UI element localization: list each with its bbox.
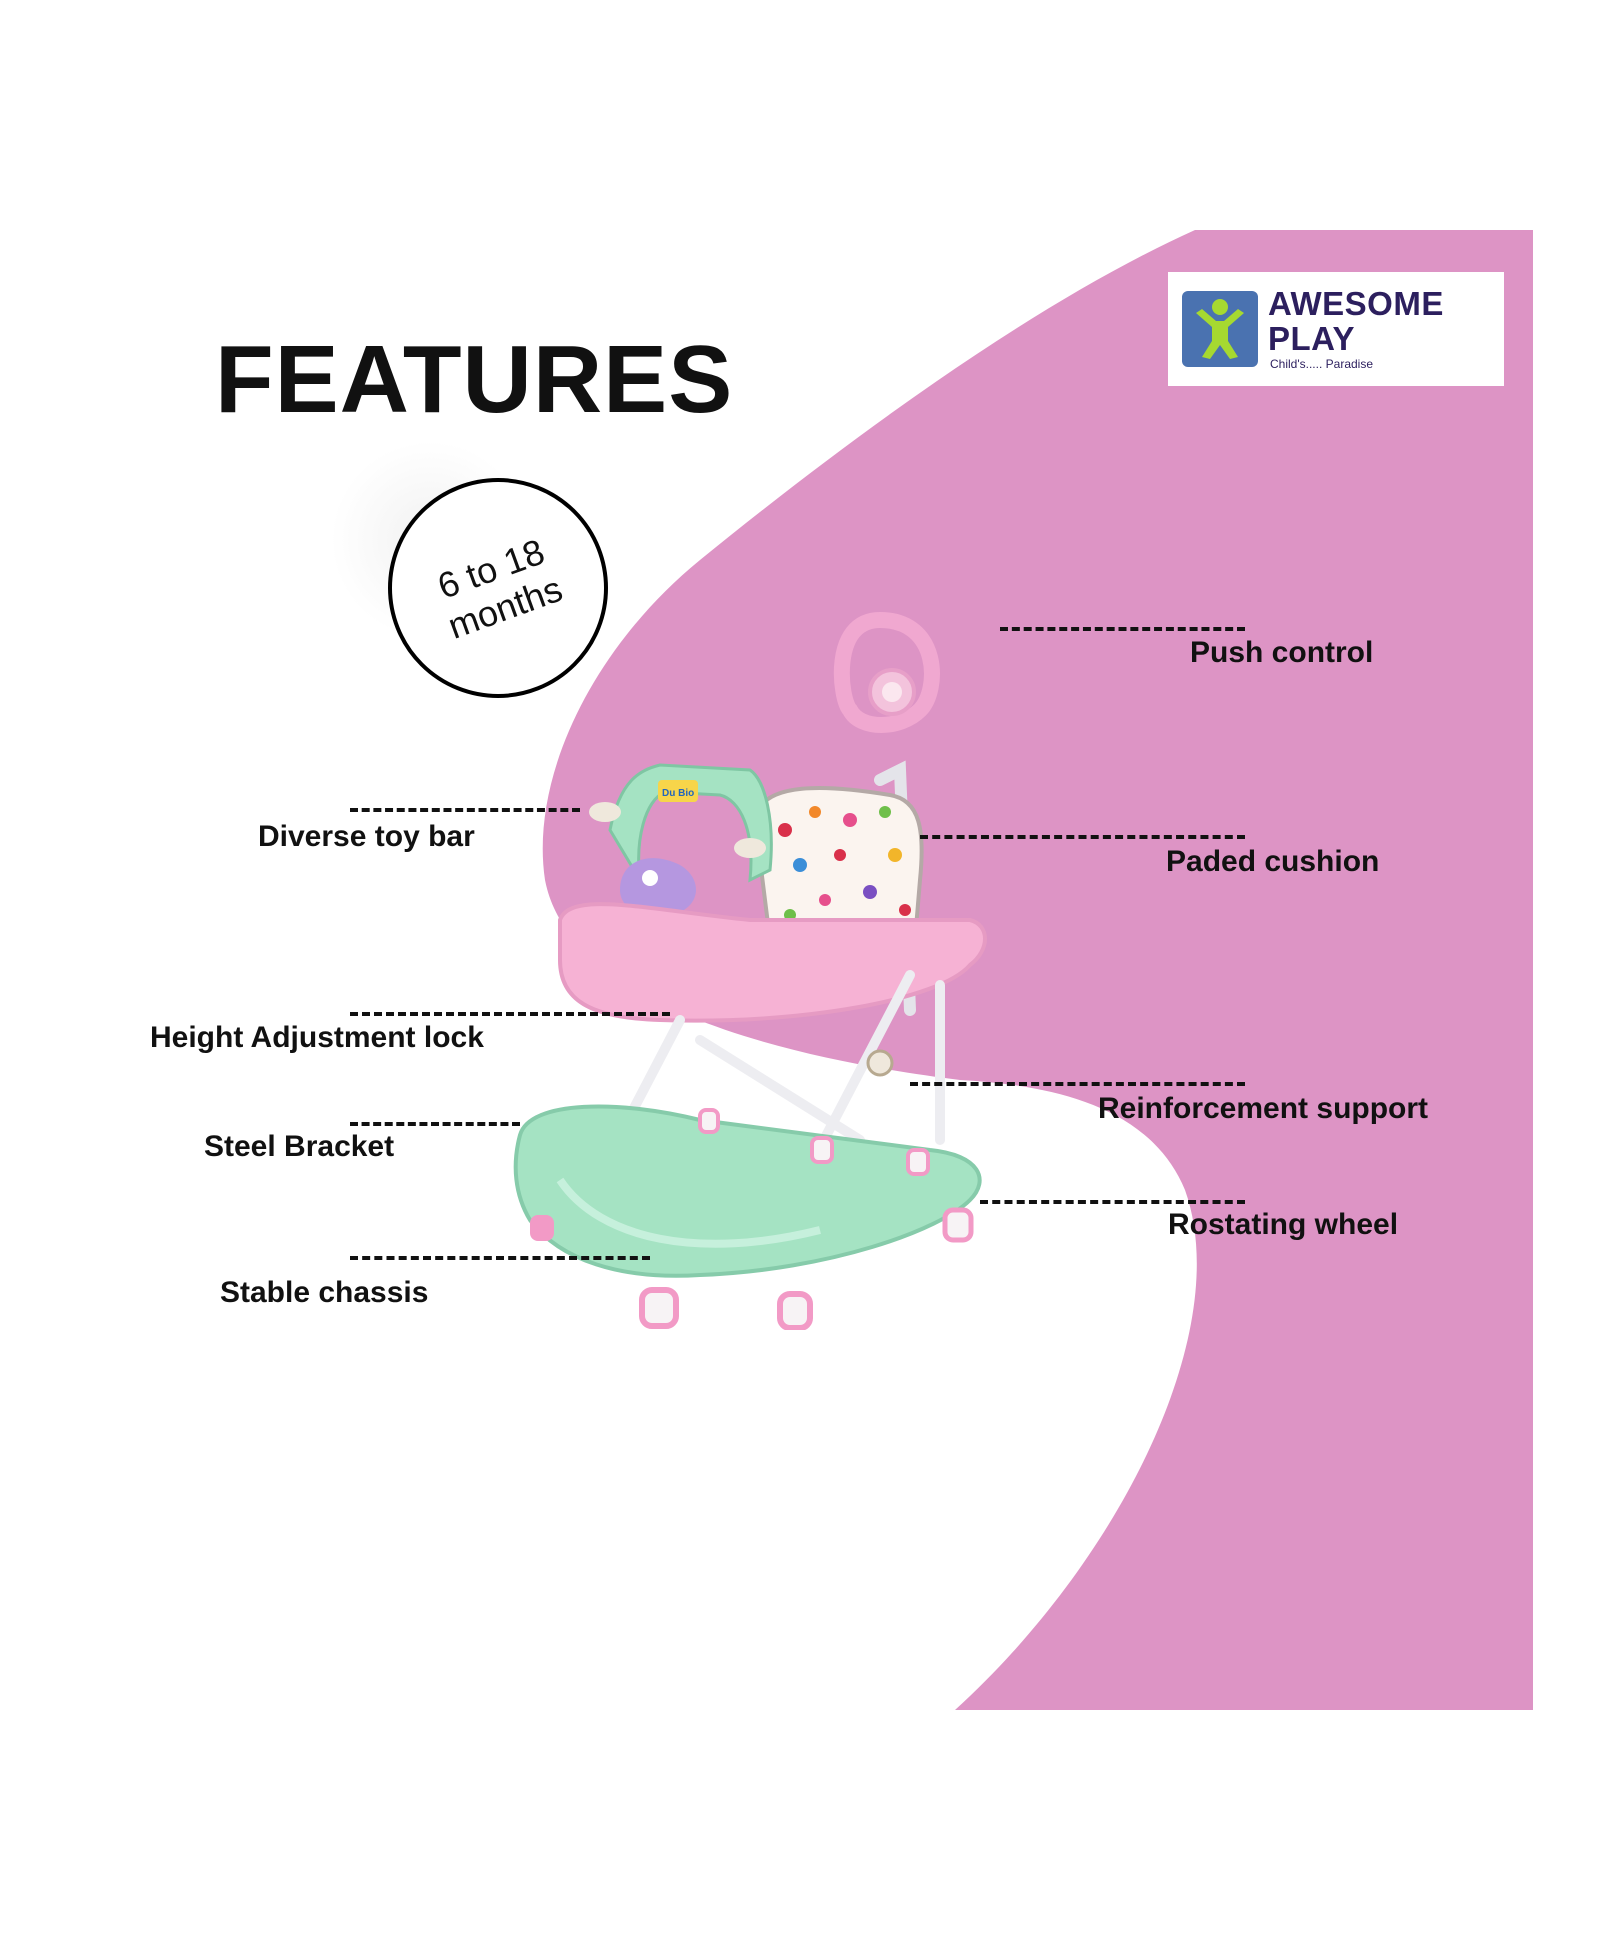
rotating-wheels: [530, 1108, 974, 1330]
brand-tagline: Child's..... Paradise: [1270, 356, 1374, 371]
feature-height-adjustment-lock: Height Adjustment lock: [150, 1021, 484, 1054]
feature-diverse-toy-bar: Diverse toy bar: [258, 820, 475, 853]
leader-padded-cushion: [920, 835, 1245, 839]
baby-walker-illustration: Du Bio: [513, 611, 987, 1330]
page-title: FEATURES: [215, 326, 734, 433]
brand-name-line2: PLAY: [1268, 320, 1355, 357]
feature-rotating-wheel: Rostating wheel: [1168, 1208, 1399, 1241]
feature-stable-chassis: Stable chassis: [220, 1276, 429, 1309]
padded-seat: [752, 786, 924, 942]
leader-stable-chassis: [350, 1256, 650, 1260]
toy-label: Du Bio: [662, 788, 694, 799]
leader-steel-bracket: [350, 1122, 520, 1126]
brand-logo: AWESOME PLAY Child's..... Paradise: [1168, 272, 1504, 386]
height-adjustment-knob: [866, 1049, 894, 1077]
child-figure-icon: [1182, 291, 1258, 367]
walker-tray: [558, 902, 987, 1023]
leader-rotating-wheel: [980, 1200, 1245, 1204]
brand-name-line1: AWESOME: [1268, 285, 1444, 323]
leader-reinforcement-support: [910, 1082, 1245, 1086]
age-badge: 6 to 18 months: [388, 478, 608, 698]
walker-base: [513, 1104, 982, 1278]
feature-steel-bracket: Steel Bracket: [204, 1130, 395, 1163]
leader-push-control: [1000, 627, 1245, 631]
feature-padded-cushion: Paded cushion: [1166, 845, 1380, 878]
feature-push-control: Push control: [1190, 636, 1374, 669]
toy-bar: Du Bio: [589, 763, 773, 917]
brand-wordmark: AWESOME PLAY Child's..... Paradise: [1268, 285, 1444, 371]
leader-diverse-toy-bar: [350, 808, 580, 812]
leader-height-adjustment-lock: [350, 1012, 670, 1016]
feature-reinforcement-support: Reinforcement support: [1098, 1092, 1429, 1125]
